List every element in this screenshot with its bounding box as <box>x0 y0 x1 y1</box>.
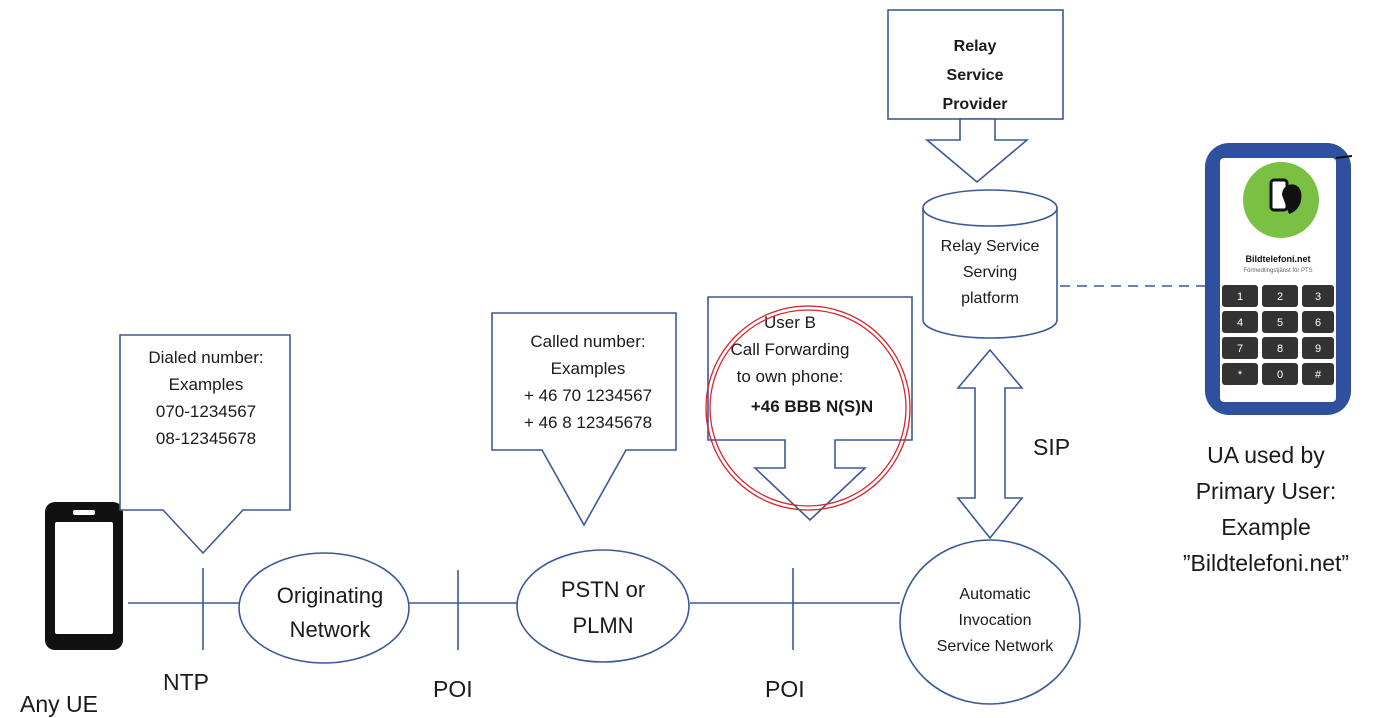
ais-line-1: Automatic <box>959 586 1030 603</box>
sip-double-arrow <box>956 348 1024 540</box>
poi-label-1: POI <box>433 676 473 702</box>
dialed-line-3: 070-1234567 <box>156 402 256 421</box>
highlight-circle-outer <box>705 305 911 511</box>
dialed-number-callout: Dialed number: Examples 070-1234567 08-1… <box>119 334 291 555</box>
key-2: 2 <box>1277 291 1283 303</box>
key-star: * <box>1238 369 1243 381</box>
platform-line-2: Serving <box>963 264 1017 281</box>
called-number-callout: Called number: Examples + 46 70 1234567 … <box>491 312 677 527</box>
provider-line-3: Provider <box>943 96 1008 113</box>
key-3: 3 <box>1315 291 1321 303</box>
called-line-3: + 46 70 1234567 <box>524 386 652 405</box>
provider-line-1: Relay <box>954 38 997 55</box>
ua-caption-line-4: ”Bildtelefoni.net” <box>1183 550 1349 576</box>
key-8: 8 <box>1277 343 1283 355</box>
highlight-circle-inner <box>709 309 907 507</box>
dialed-line-2: Examples <box>169 375 244 394</box>
forwarding-line-1: User B <box>764 313 816 332</box>
forwarding-line-2: Call Forwarding <box>730 340 849 359</box>
called-line-1: Called number: <box>530 332 645 351</box>
app-tagline: Förmedlingstjänst för PTS <box>1243 268 1312 274</box>
dialed-line-1: Dialed number: <box>148 348 263 367</box>
keypad: 1 2 3 4 5 6 7 8 9 * 0 # <box>1222 285 1334 385</box>
phone-hand-icon <box>1243 162 1319 238</box>
smartphone-icon <box>45 502 123 650</box>
ua-caption-line-2: Primary User: <box>1196 478 1337 504</box>
originating-network-node: Originating Network <box>238 552 410 664</box>
key-4: 4 <box>1237 317 1243 329</box>
provider-arrow-down <box>924 118 1030 184</box>
key-6: 6 <box>1315 317 1321 329</box>
call-forwarding-callout: User B Call Forwarding to own phone: +46… <box>707 296 913 522</box>
any-ue-label: Any UE <box>20 691 98 717</box>
forwarding-line-3: to own phone: <box>737 367 844 386</box>
pstn-line-1: PSTN or <box>561 577 645 602</box>
key-hash: # <box>1315 369 1322 381</box>
provider-line-2: Service <box>947 67 1004 84</box>
poi-label-2: POI <box>765 676 805 702</box>
ua-caption-line-1: UA used by <box>1207 442 1325 468</box>
pstn-plmn-node: PSTN or PLMN <box>516 549 690 663</box>
dialed-line-4: 08-12345678 <box>156 429 256 448</box>
ua-phone: Bildtelefoni.net Förmedlingstjänst för P… <box>1205 143 1353 415</box>
relay-service-provider: Relay Service Provider <box>887 9 1064 120</box>
key-0: 0 <box>1277 369 1283 381</box>
key-7: 7 <box>1237 343 1243 355</box>
ais-line-3: Service Network <box>937 638 1054 655</box>
called-line-2: Examples <box>551 359 626 378</box>
ais-line-2: Invocation <box>959 612 1032 629</box>
forwarding-number: +46 BBB N(S)N <box>751 397 873 416</box>
key-5: 5 <box>1277 317 1283 329</box>
platform-line-3: platform <box>961 290 1019 307</box>
pstn-line-2: PLMN <box>572 613 633 638</box>
originating-line-2: Network <box>290 617 372 642</box>
called-line-4: + 46 8 12345678 <box>524 413 652 432</box>
platform-line-1: Relay Service <box>941 238 1040 255</box>
sip-label: SIP <box>1033 434 1070 460</box>
ais-network-node: Automatic Invocation Service Network <box>899 539 1081 705</box>
key-9: 9 <box>1315 343 1321 355</box>
ua-caption-line-3: Example <box>1221 514 1310 540</box>
key-1: 1 <box>1237 291 1243 303</box>
relay-service-platform: Relay Service Serving platform <box>922 189 1058 339</box>
ntp-label: NTP <box>163 669 209 695</box>
app-name: Bildtelefoni.net <box>1246 254 1311 264</box>
originating-line-1: Originating <box>277 583 383 608</box>
